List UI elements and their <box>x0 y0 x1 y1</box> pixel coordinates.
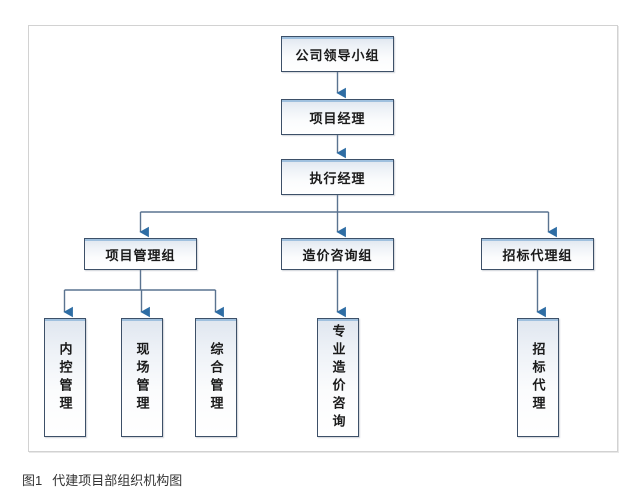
node-company-leadership-group[interactable]: 公司领导小组 <box>281 36 394 72</box>
node-professional-cost-consulting[interactable]: 专业造价咨询 <box>317 318 359 437</box>
node-comprehensive-management[interactable]: 综合管理 <box>195 318 237 437</box>
node-project-management-group[interactable]: 项目管理组 <box>84 238 197 270</box>
node-bidding-agency-group[interactable]: 招标代理组 <box>481 238 594 270</box>
node-project-manager[interactable]: 项目经理 <box>281 99 394 135</box>
node-internal-control-management[interactable]: 内控管理 <box>44 318 86 437</box>
node-label: 执行经理 <box>309 170 366 186</box>
node-label: 公司领导小组 <box>295 47 380 63</box>
node-label: 招标代理 <box>530 341 546 414</box>
node-label: 造价咨询组 <box>302 247 373 263</box>
node-bidding-agency[interactable]: 招标代理 <box>517 318 559 437</box>
node-label: 项目管理组 <box>105 247 176 263</box>
figure-caption-title: 代建项目部组织机构图 <box>52 473 183 488</box>
node-label: 招标代理组 <box>502 247 573 263</box>
node-label: 综合管理 <box>208 341 224 414</box>
node-label: 专业造价咨询 <box>330 323 346 432</box>
node-label: 项目经理 <box>309 110 366 126</box>
node-site-management[interactable]: 现场管理 <box>121 318 163 437</box>
node-cost-consulting-group[interactable]: 造价咨询组 <box>281 238 394 270</box>
connector-layer <box>63 72 557 318</box>
node-label: 现场管理 <box>134 341 150 414</box>
figure-caption: 图1 代建项目部组织机构图 <box>22 470 182 489</box>
node-label: 内控管理 <box>57 341 73 414</box>
node-executive-manager[interactable]: 执行经理 <box>281 159 394 195</box>
figure-caption-number: 图1 <box>22 473 43 488</box>
